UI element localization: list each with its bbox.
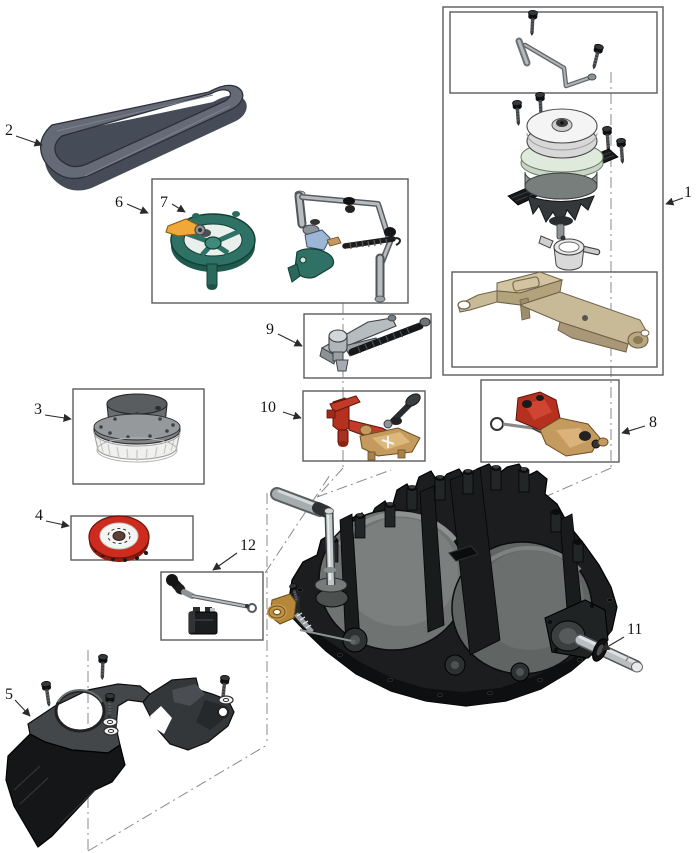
frame-kit-1-bracket bbox=[451, 271, 658, 368]
leader-line bbox=[14, 699, 31, 717]
callout-1: 1 bbox=[665, 184, 692, 206]
machine-screw bbox=[97, 653, 109, 681]
leader-line bbox=[212, 552, 238, 571]
control-linkage bbox=[287, 190, 401, 303]
callout-6: 6 bbox=[115, 194, 149, 214]
safety-switch bbox=[188, 607, 218, 635]
fan-lever-orange bbox=[165, 218, 211, 237]
frame-part-10 bbox=[302, 390, 426, 462]
callout-8: 8 bbox=[621, 414, 657, 435]
frame-part-12 bbox=[160, 571, 264, 641]
control-shaft bbox=[270, 487, 348, 593]
washer bbox=[103, 726, 119, 736]
bypass-bracket-assembly bbox=[490, 391, 609, 457]
callouts: 1 2 3 4 5 6 7 8 bbox=[5, 122, 692, 717]
frame-kit-1-rod bbox=[449, 11, 658, 94]
frame-part-3 bbox=[72, 388, 205, 485]
plunger bbox=[383, 393, 421, 429]
leader-line bbox=[45, 520, 70, 529]
housing-bosses bbox=[315, 588, 530, 682]
callout-11: 11 bbox=[601, 621, 642, 651]
callout-4: 4 bbox=[35, 507, 70, 529]
axle-shaft bbox=[544, 599, 643, 673]
bottom-shadow bbox=[303, 627, 612, 706]
callout-10-label: 10 bbox=[260, 399, 276, 416]
callout-10: 10 bbox=[260, 399, 302, 420]
callout-9: 9 bbox=[266, 321, 303, 347]
housing-bolts bbox=[297, 587, 613, 698]
callout-7-label: 7 bbox=[160, 194, 168, 211]
callout-12-label: 12 bbox=[240, 537, 256, 554]
shift-rod-assembly bbox=[515, 9, 605, 89]
callout-3-label: 3 bbox=[34, 401, 42, 418]
callout-6-label: 6 bbox=[115, 194, 123, 211]
machine-screw bbox=[40, 680, 55, 708]
leader-line bbox=[282, 411, 302, 420]
callout-12: 12 bbox=[212, 537, 256, 571]
frame-kit-1 bbox=[442, 6, 664, 376]
bypass-rod-switch bbox=[166, 574, 257, 635]
washer bbox=[102, 717, 118, 727]
leader-line bbox=[277, 333, 303, 347]
frame-part-9 bbox=[303, 313, 432, 379]
lower-mount-bracket bbox=[457, 271, 650, 353]
leader-line bbox=[621, 425, 646, 435]
leader-line bbox=[15, 135, 43, 147]
callout-5-label: 5 bbox=[5, 686, 13, 703]
callout-2: 2 bbox=[5, 122, 43, 147]
part-frames bbox=[70, 6, 664, 641]
brake-disc bbox=[88, 515, 150, 562]
callout-4-label: 4 bbox=[35, 507, 43, 524]
washer bbox=[218, 695, 234, 705]
brake-spring bbox=[348, 317, 431, 356]
machine-screw bbox=[588, 42, 605, 71]
leader-line bbox=[126, 203, 149, 214]
leader-line bbox=[665, 197, 684, 206]
brass-fitting bbox=[267, 582, 356, 645]
kit-1-contents bbox=[457, 9, 650, 353]
callout-8-label: 8 bbox=[649, 414, 657, 431]
frame-part-8 bbox=[480, 379, 620, 463]
lower-shaft-fitting bbox=[538, 235, 601, 271]
clutch-pulley bbox=[93, 393, 181, 463]
machine-screw bbox=[511, 99, 524, 127]
lower-cover bbox=[5, 653, 235, 848]
callout-7: 7 bbox=[160, 194, 186, 213]
callout-1-label: 1 bbox=[684, 184, 692, 201]
leader-line bbox=[171, 203, 186, 213]
callout-5: 5 bbox=[5, 686, 31, 717]
fan-pulley-stack bbox=[507, 91, 628, 271]
callout-3: 3 bbox=[34, 401, 72, 422]
callout-2-label: 2 bbox=[5, 122, 13, 139]
machine-screw bbox=[615, 137, 628, 165]
kit-6-contents bbox=[165, 190, 401, 303]
frame-part-4 bbox=[70, 515, 194, 561]
top-opening bbox=[448, 545, 479, 562]
callout-11-label: 11 bbox=[627, 621, 642, 638]
machine-screw bbox=[526, 9, 539, 37]
tension-spring bbox=[342, 236, 401, 250]
drive-belt bbox=[40, 84, 247, 191]
flange-bolts bbox=[99, 417, 175, 439]
control-arm-assembly bbox=[326, 393, 421, 461]
callout-9-label: 9 bbox=[266, 321, 274, 338]
leader-line bbox=[601, 636, 625, 651]
housing-ribs bbox=[339, 467, 586, 656]
transaxle-housing bbox=[267, 463, 643, 707]
teal-lever bbox=[287, 248, 335, 283]
leader-line bbox=[44, 413, 72, 422]
brake-lever-spring bbox=[319, 314, 431, 372]
frame-kit-6 bbox=[151, 178, 409, 304]
